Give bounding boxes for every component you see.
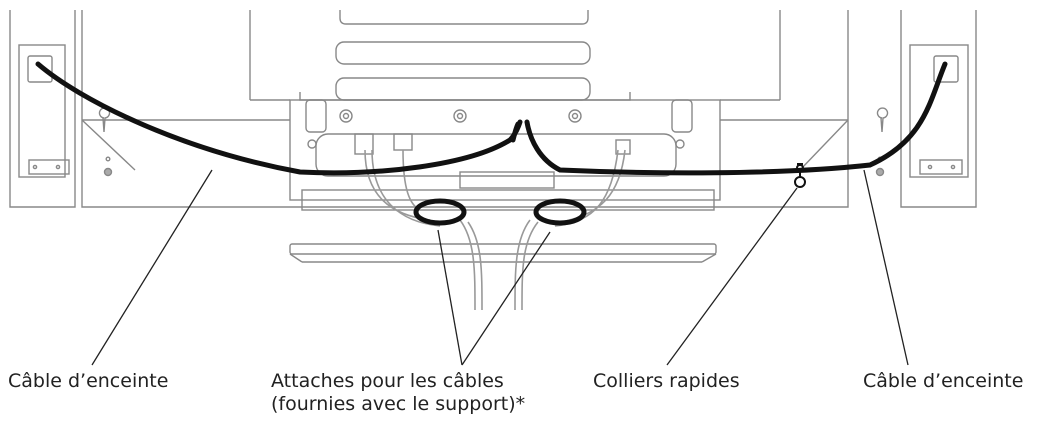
leader-quick-clamp xyxy=(666,187,798,366)
left-speaker xyxy=(9,10,113,208)
speaker-cables xyxy=(35,61,948,176)
leader-cable-tie-right xyxy=(461,231,551,366)
cable-tie-right xyxy=(533,198,587,226)
label-speaker-cable-left: Câble d’enceinte xyxy=(8,370,169,392)
equipment-outline xyxy=(9,10,977,311)
quick-clamp xyxy=(794,163,806,188)
label-cable-ties-line2: (fournies avec le support)* xyxy=(271,393,526,415)
display-back-panel xyxy=(81,10,849,208)
signal-cables xyxy=(364,149,626,311)
leader-speaker-cable-left xyxy=(91,169,213,366)
vent-slots xyxy=(335,10,591,101)
speaker-cable-right-wire xyxy=(524,61,948,176)
keyhole-mount-icon xyxy=(876,107,889,133)
label-cable-ties-line1: Attaches pour les câbles xyxy=(271,370,504,392)
leader-speaker-cable-right xyxy=(863,169,909,366)
terminal-plate xyxy=(289,92,721,211)
leader-lines xyxy=(91,169,909,366)
leader-cable-tie-left xyxy=(437,229,463,366)
stand-base xyxy=(289,243,717,263)
label-quick-clamps: Colliers rapides xyxy=(593,370,740,392)
label-speaker-cable-right: Câble d’enceinte xyxy=(863,370,1024,392)
cable-ties xyxy=(413,198,587,226)
speaker-cable-left-wire xyxy=(35,61,523,176)
cable-tie-left xyxy=(413,198,467,226)
